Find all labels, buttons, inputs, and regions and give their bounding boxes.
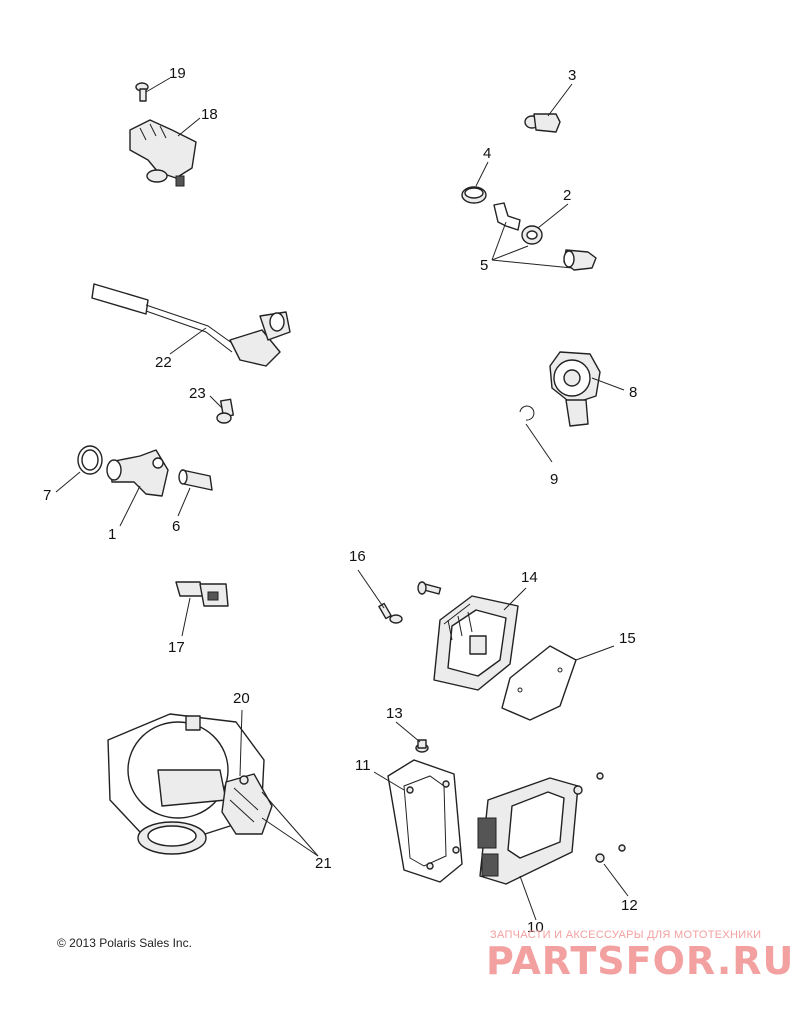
- part-7-o-ring: [77, 445, 103, 475]
- callout-4: 4: [483, 145, 491, 162]
- part-13-screw: [415, 739, 429, 753]
- part-1-speed-sensor: [106, 449, 169, 497]
- part-2-washer: [521, 225, 543, 245]
- part-11-plate: [387, 759, 463, 883]
- callout-labels: 19 18 3 4 2 5 22 23 8 9 7 1 6 16 14 15 1…: [43, 65, 638, 936]
- part-19-bolt: [135, 82, 149, 102]
- copyright-notice: © 2013 Polaris Sales Inc.: [57, 936, 192, 950]
- watermark-tagline: ЗАПЧАСТИ И АКСЕССУАРЫ ДЛЯ МОТОТЕХНИКИ: [490, 929, 762, 941]
- callout-9: 9: [550, 471, 558, 488]
- callout-8: 8: [629, 384, 637, 401]
- part-8-knock-sensor: [549, 351, 601, 427]
- part-22-cable: [91, 283, 291, 367]
- callout-15: 15: [619, 630, 636, 647]
- callout-19: 19: [169, 65, 186, 82]
- callout-17: 17: [168, 639, 185, 656]
- callout-6: 6: [172, 518, 180, 535]
- leader-lines: [55, 77, 629, 921]
- callout-13: 13: [386, 705, 403, 722]
- part-21-actuator: [221, 773, 273, 835]
- callout-7: 7: [43, 487, 51, 504]
- part-4-cap: [461, 186, 487, 204]
- callout-20: 20: [233, 690, 250, 707]
- callout-3: 3: [568, 67, 576, 84]
- part-6-pin: [178, 469, 213, 491]
- callout-14: 14: [521, 569, 538, 586]
- watermark-logo: PARTSFOR.RU: [486, 939, 795, 983]
- part-5-key: [493, 202, 521, 231]
- part-17-temp-sensor: [175, 581, 229, 607]
- part-3-plug: [524, 113, 561, 133]
- callout-2: 2: [563, 187, 571, 204]
- callout-11: 11: [355, 757, 371, 774]
- callout-22: 22: [155, 354, 172, 371]
- part-14-housing: [433, 595, 519, 691]
- callout-18: 18: [201, 106, 218, 123]
- callout-21: 21: [315, 855, 332, 872]
- part-15-gasket: [501, 645, 577, 721]
- callout-5: 5: [480, 257, 488, 274]
- callout-16: 16: [349, 548, 366, 565]
- part-9-clip: [519, 405, 535, 421]
- callout-23: 23: [189, 385, 206, 402]
- callout-1: 1: [108, 526, 116, 543]
- part-10-ecu: [477, 777, 579, 885]
- callout-12: 12: [621, 897, 638, 914]
- callout-10: 10: [527, 919, 544, 936]
- part-12-screws: [573, 772, 626, 863]
- part-16-bolts: [378, 581, 442, 624]
- part-23-bolt: [216, 398, 235, 424]
- part-5-sensor: [563, 249, 597, 271]
